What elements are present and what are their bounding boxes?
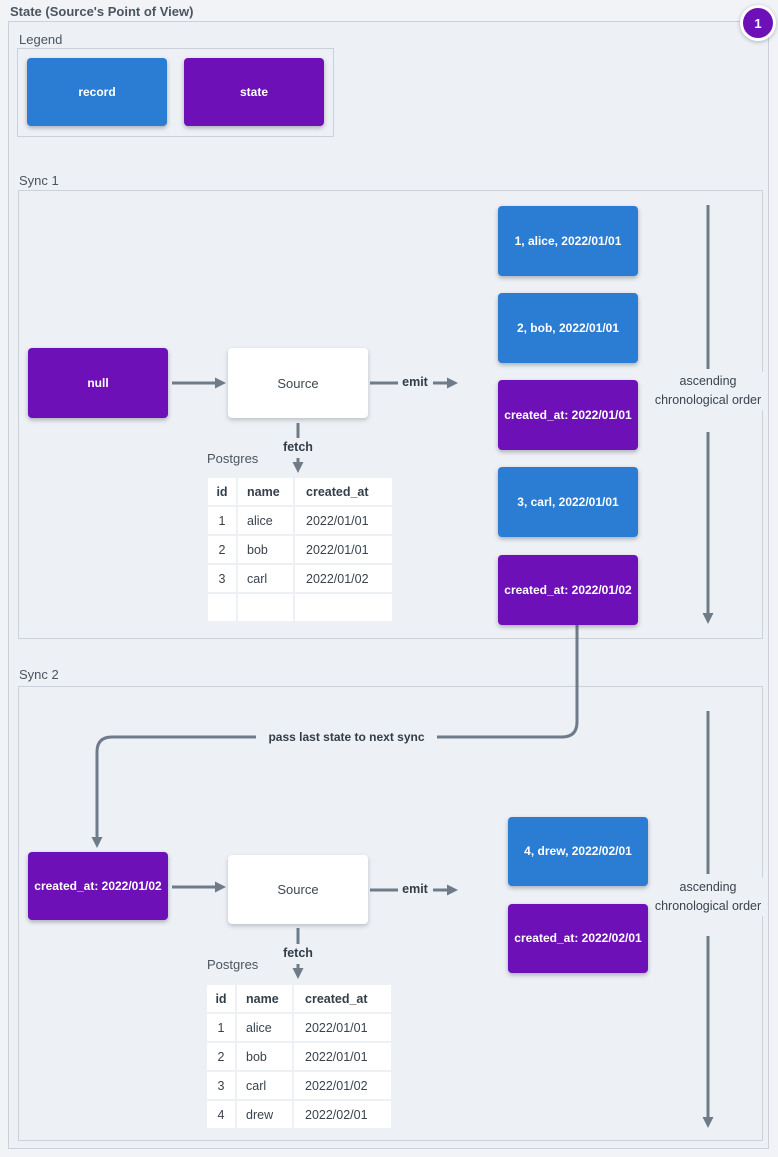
cell-name: bob: [238, 536, 293, 563]
sync1-fetch-label: fetch: [283, 440, 313, 454]
cell-id: 1: [207, 1014, 235, 1041]
cell-name: carl: [237, 1072, 292, 1099]
cell-name: [238, 594, 293, 621]
col-header-created-at: created_at: [294, 985, 391, 1012]
table-header-row: id name created_at: [208, 478, 392, 505]
sync2-order-note: ascending chronological order: [653, 878, 763, 916]
sync1-order-note: ascending chronological order: [653, 372, 763, 410]
cell-id: 2: [207, 1043, 235, 1070]
col-header-created-at: created_at: [295, 478, 392, 505]
sync1-emitted-record-3: 3, carl, 2022/01/01: [498, 467, 638, 537]
table-row: 3 carl 2022/01/02: [207, 1072, 391, 1099]
sync2-wires: [172, 711, 710, 1117]
table-row: 1 alice 2022/01/01: [207, 1014, 391, 1041]
cell-id: [208, 594, 236, 621]
sync1-postgres-label: Postgres: [207, 451, 259, 466]
col-header-id: id: [208, 478, 236, 505]
cell-id: 4: [207, 1101, 235, 1128]
sync1-title: Sync 1: [19, 173, 59, 188]
sync1-postgres-table: id name created_at 1 alice 2022/01/01 2 …: [206, 476, 394, 623]
legend-state-swatch: state: [184, 58, 324, 126]
arrowheads: [91, 377, 714, 1128]
col-header-name: name: [238, 478, 293, 505]
legend-record-swatch: record: [27, 58, 167, 126]
sync1-emitted-record-2: 2, bob, 2022/01/01: [498, 293, 638, 363]
cell-name: alice: [237, 1014, 292, 1041]
table-row: 4 drew 2022/02/01: [207, 1101, 391, 1128]
legend-frame: [17, 48, 334, 137]
sync1-emitted-state-1: created_at: 2022/01/01: [498, 380, 638, 450]
cell-created-at: 2022/01/01: [294, 1043, 391, 1070]
legend-title: Legend: [19, 32, 63, 47]
sync2-source-box: Source: [228, 855, 368, 924]
table-row: 1 alice 2022/01/01: [208, 507, 392, 534]
sync2-postgres-table: id name created_at 1 alice 2022/01/01 2 …: [205, 983, 393, 1130]
table-row: 3 carl 2022/01/02: [208, 565, 392, 592]
table-row-empty: [208, 594, 392, 621]
table-row: 2 bob 2022/01/01: [208, 536, 392, 563]
cell-name: carl: [238, 565, 293, 592]
sync2-emit-label: emit: [402, 882, 428, 896]
cell-created-at: 2022/01/01: [295, 507, 392, 534]
sync1-emitted-state-2: created_at: 2022/01/02: [498, 555, 638, 625]
page-title: State (Source's Point of View): [10, 4, 194, 19]
cell-id: 3: [207, 1072, 235, 1099]
sync2-postgres-label: Postgres: [207, 957, 259, 972]
sync2-emitted-state-1: created_at: 2022/02/01: [508, 904, 648, 973]
sync1-wires: [95, 205, 710, 837]
table-row: 2 bob 2022/01/01: [207, 1043, 391, 1070]
sync1-frame: [18, 190, 763, 639]
col-header-name: name: [237, 985, 292, 1012]
sync2-title: Sync 2: [19, 667, 59, 682]
sync1-emit-label: emit: [402, 375, 428, 389]
sync1-input-state-box: null: [28, 348, 168, 418]
col-header-id: id: [207, 985, 235, 1012]
cell-id: 1: [208, 507, 236, 534]
sync2-fetch-label: fetch: [283, 946, 313, 960]
cell-created-at: [295, 594, 392, 621]
cell-created-at: 2022/02/01: [294, 1101, 391, 1128]
cell-id: 2: [208, 536, 236, 563]
cell-name: drew: [237, 1101, 292, 1128]
cell-created-at: 2022/01/01: [294, 1014, 391, 1041]
table-header-row: id name created_at: [207, 985, 391, 1012]
sync2-input-state-box: created_at: 2022/01/02: [28, 852, 168, 920]
cell-created-at: 2022/01/02: [294, 1072, 391, 1099]
cell-id: 3: [208, 565, 236, 592]
step-badge: 1: [740, 5, 776, 41]
pass-state-label: pass last state to next sync: [256, 730, 437, 744]
sync1-emitted-record-1: 1, alice, 2022/01/01: [498, 206, 638, 276]
cell-name: bob: [237, 1043, 292, 1070]
cell-name: alice: [238, 507, 293, 534]
cell-created-at: 2022/01/02: [295, 565, 392, 592]
sync1-source-box: Source: [228, 348, 368, 418]
cell-created-at: 2022/01/01: [295, 536, 392, 563]
sync2-emitted-record-1: 4, drew, 2022/02/01: [508, 817, 648, 886]
